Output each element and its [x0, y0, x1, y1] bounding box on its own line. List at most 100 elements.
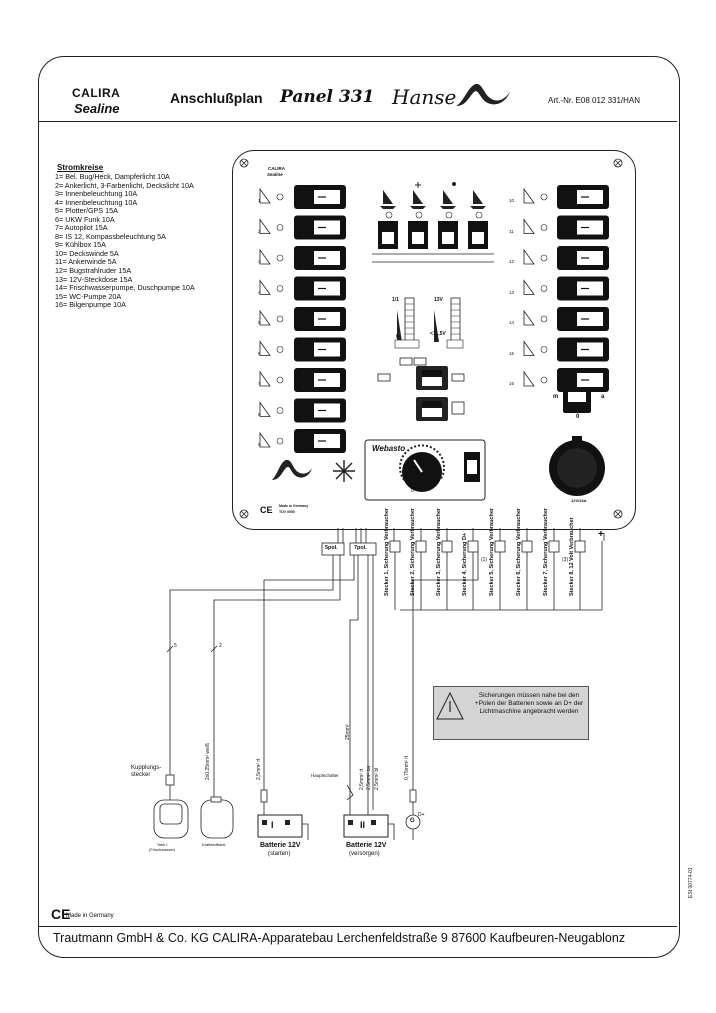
- circuit-item: 8= IS 12, Kompassbeleuchtung 5A: [55, 231, 166, 241]
- circuit-number: 13: [509, 289, 515, 295]
- circuit-number: 2: [258, 228, 261, 234]
- xsec-label: 2x0,25mm² weiß: [205, 743, 211, 780]
- circuit-icon: [523, 218, 535, 234]
- light-sail-icon: [440, 182, 456, 209]
- circuit-number: 1: [258, 198, 261, 203]
- circuit-item: 4= Innenbeleuchtung 10A: [55, 197, 138, 207]
- stecker-3-label: Stecker 3, Sicherung Verbraucher: [436, 507, 442, 596]
- ce-mark: CE: [51, 906, 71, 922]
- fuse-warning-box: [433, 686, 589, 740]
- switch-m-label: m: [553, 394, 559, 400]
- xsec-label: 2,5mm² bl: [374, 767, 380, 790]
- indicator-led: [540, 254, 548, 262]
- stecker-2-label: Stecker 2, Sicherung Verbraucher: [410, 507, 416, 596]
- dial-zero-label: 0: [411, 488, 414, 494]
- circuit-item: 12= Bugstrahlruder 15A: [55, 266, 132, 276]
- indicator-led: [540, 315, 548, 323]
- stecker-1-label: Stecker 1, Sicherung Verbraucher: [384, 507, 390, 596]
- hanse-wave-logo: [456, 83, 510, 106]
- circuit-icon: [259, 401, 271, 417]
- circuit-item: 10= Deckswinde 5A: [55, 248, 119, 258]
- indicator-led: [276, 285, 284, 292]
- screw-icon: [613, 158, 623, 168]
- circuit-icon: [259, 431, 271, 448]
- indicator-led: [276, 407, 284, 414]
- sealine-logo: Sealine: [74, 101, 120, 116]
- stecker-7-label: Stecker 7, Sicherung Verbraucher: [543, 507, 549, 596]
- circuit-item: 13= 12V-Steckdose 15A: [55, 274, 133, 284]
- meter-left-top-label: 1/1: [392, 297, 399, 303]
- model-name: Panel 331: [280, 87, 375, 107]
- indicator-led: [540, 224, 548, 231]
- connector-5pol-label: 5pol.: [325, 545, 338, 551]
- page-title: Anschlußplan: [170, 90, 263, 106]
- rocker-switch: [557, 307, 609, 331]
- stecker-5-label: Stecker 5, Sicherung Verbraucher: [489, 507, 495, 596]
- calira-logo: CALIRA: [72, 86, 121, 100]
- meter-left-bottom-label: 0: [396, 334, 399, 340]
- circuit-item: 16= Bilgenpumpe 10A: [55, 300, 126, 310]
- generator-label: G: [410, 818, 415, 824]
- gauge-switch: [416, 397, 465, 421]
- footer-divider: [39, 926, 677, 927]
- circuit-number: 16: [509, 381, 515, 386]
- hanse-wave-icon: [272, 459, 312, 480]
- kupplung-label: Kupplungs- stecker: [131, 765, 162, 778]
- circuit-item: 14= Frischwasserpumpe, Duschpumpe 10A: [55, 283, 195, 293]
- hanse-logo: Hanse: [392, 85, 457, 109]
- wire-5-label: 5: [174, 643, 177, 649]
- snowflake-icon: [333, 460, 355, 482]
- company-address: Trautmann GmbH & Co. KG CALIRA-Apparateb…: [53, 931, 626, 945]
- rocker-switch: [294, 215, 346, 240]
- circuit-number: 3: [258, 259, 261, 264]
- indicator-led: [540, 376, 548, 384]
- anchor-sail-icon: [410, 182, 426, 209]
- panel-tuv: TÜV 0000: [279, 510, 295, 514]
- rocker-switch: [294, 246, 346, 270]
- indicator-led: [540, 285, 548, 292]
- battery-selector: [377, 357, 465, 390]
- xsec-label: 2,5mm² rt: [359, 768, 365, 790]
- circuit-item: 5= Plotter/GPS 15A: [55, 206, 118, 216]
- battery-level-meter: [394, 297, 420, 349]
- circuit-icon: [523, 370, 535, 387]
- circuit-number: 5: [258, 320, 261, 325]
- fuse-warning-text: Sicherungen müssen nahe bei den +Polen d…: [474, 692, 584, 715]
- rocker-switch: [294, 307, 346, 331]
- marker-1: (1): [481, 557, 488, 563]
- circuit-number: 14: [509, 320, 515, 325]
- mode-selector-switch: [563, 387, 591, 413]
- voltage-meter: [434, 297, 464, 349]
- rocker-switch: [294, 337, 346, 362]
- article-number: Art.-Nr. E08 012 331/HAN: [548, 96, 641, 105]
- sail-icon: [470, 190, 486, 209]
- circuit-item: 3= Innenbeleuchtung 10A: [55, 189, 138, 199]
- switch-a-label: a: [601, 394, 605, 400]
- indicator-led: [276, 315, 284, 323]
- xsec-label: 25mm²: [345, 724, 351, 740]
- panel-made-in: Made in Germany: [279, 504, 309, 508]
- made-in-germany: Made in Germany: [66, 913, 114, 919]
- tank-1-label: Tank I (Frischwasser): [149, 842, 176, 852]
- screw-icon: [239, 158, 249, 168]
- hauptschalter-label: Hauptschalter: [311, 773, 339, 778]
- rocker-switch: [294, 429, 346, 453]
- circuit-number: 6: [258, 350, 261, 356]
- rocker-switch: [557, 215, 609, 240]
- circuit-icon: [259, 218, 271, 234]
- rocker-switch: [557, 185, 609, 209]
- circuit-icon: [523, 279, 535, 295]
- circuit-icon: [259, 279, 271, 295]
- rocker-switch: [557, 276, 609, 301]
- indicator-led: [276, 437, 284, 445]
- circuit-item: 9= Kühlbox 15A: [55, 240, 106, 250]
- battery-2-title: Batterie 12V: [346, 842, 387, 849]
- screw-icon: [613, 509, 623, 519]
- panel-calira-logo-text: CALIRA: [268, 166, 285, 171]
- marker-3: (3): [562, 557, 569, 563]
- tank-2-label: Kraftstofftank: [202, 842, 226, 847]
- indicator-led: [276, 346, 284, 353]
- panel-ce-mark: CE: [260, 505, 273, 515]
- indicator-led: [540, 193, 548, 201]
- page-frame: [38, 56, 680, 958]
